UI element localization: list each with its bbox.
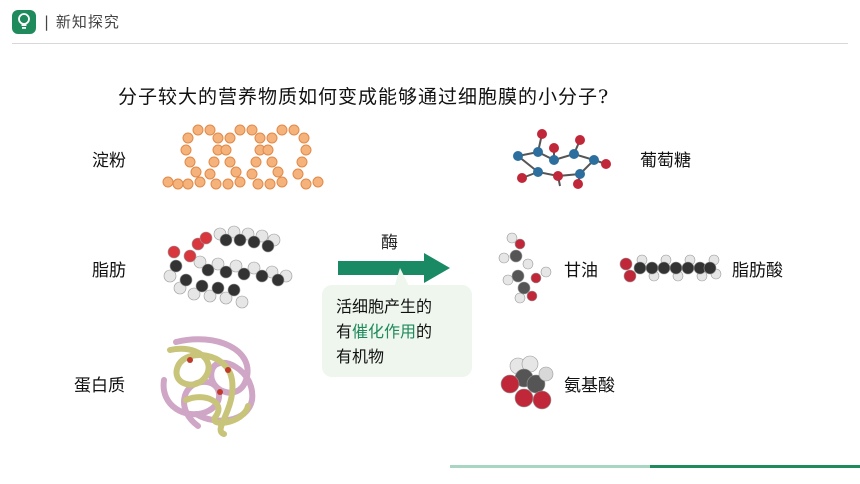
glucose-molecule-image [513, 129, 611, 189]
lightbulb-icon [12, 10, 36, 34]
amino-acid-molecule-image [500, 355, 554, 410]
starch-molecule-image [162, 124, 324, 190]
right-arrow-icon [338, 253, 450, 283]
callout-line-3: 有机物 [336, 347, 385, 366]
callout-pointer [394, 268, 410, 288]
glycerol-molecule-image [498, 232, 552, 304]
fatty-acid-label: 脂肪酸 [732, 261, 783, 281]
footer-decoration-dark [650, 465, 860, 468]
glucose-label: 葡萄糖 [640, 151, 691, 171]
callout-prefix: 有 [336, 322, 353, 341]
section-title: | 新知探究 [44, 13, 120, 31]
header-divider [12, 43, 848, 44]
callout-suffix: 的 [416, 322, 433, 341]
catalysis-highlight: 催化作用 [352, 322, 417, 341]
header: | 新知探究 [0, 0, 860, 44]
amino-acid-label: 氨基酸 [564, 376, 615, 396]
glycerol-label: 甘油 [564, 261, 598, 281]
starch-label: 淀粉 [92, 151, 126, 171]
fatty-acid-molecule-image [619, 254, 722, 283]
fat-label: 脂肪 [92, 261, 126, 281]
footer-decoration-light [450, 465, 650, 468]
protein-molecule-image [160, 336, 256, 437]
question-text: 分子较大的营养物质如何变成能够通过细胞膜的小分子? [118, 86, 610, 108]
callout-line-2: 有催化作用的 [336, 319, 466, 344]
callout-line-1: 活细胞产生的 [336, 297, 433, 316]
enzyme-label: 酶 [381, 233, 398, 253]
fat-molecule-image [163, 225, 293, 309]
protein-label: 蛋白质 [74, 376, 125, 396]
enzyme-definition-callout [322, 285, 472, 377]
enzyme-definition-text: 活细胞产生的 有催化作用的 有机物 [336, 294, 466, 369]
